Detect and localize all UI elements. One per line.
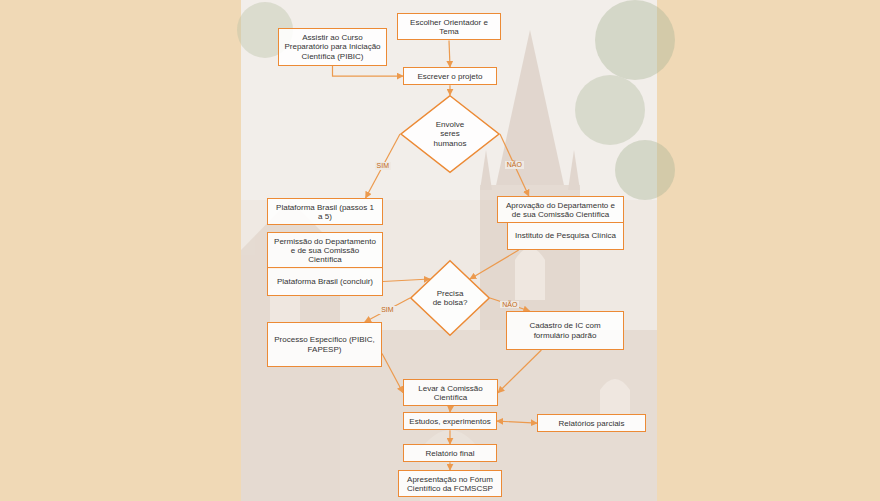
pinnacle	[480, 150, 492, 190]
process-box: Relatório final	[403, 444, 497, 462]
process-box: Permissão do Departamento e de sua Comis…	[267, 232, 383, 269]
church-illustration	[241, 30, 657, 501]
sky	[241, 0, 657, 200]
diamond-outline	[411, 261, 489, 335]
window	[515, 248, 545, 301]
foliage	[595, 0, 675, 80]
connector-arrow	[498, 350, 541, 393]
process-box: Plataforma Brasil (passos 1 a 5)	[267, 198, 383, 225]
process-box: Escrever o projeto	[403, 67, 497, 85]
box-text: Escrever o projeto	[418, 72, 483, 81]
panel	[241, 0, 657, 501]
box-text: Levar à Comissão Científica	[409, 384, 492, 402]
connector-arrow	[470, 250, 519, 279]
diamond-text-holder: Envolve seres humanos	[428, 120, 472, 148]
process-box: Processo Específico (PIBIC, FAPESP)	[267, 322, 382, 367]
process-box: Relatórios parciais	[537, 414, 646, 432]
process-box: Estudos, experimentos	[403, 412, 497, 430]
edge-label: NÃO	[505, 161, 524, 169]
box-text: Assistir ao Curso Preparatório para Inic…	[284, 33, 381, 61]
box-text: Escolher Orientador e Tema	[403, 18, 495, 36]
box-text: Permissão do Departamento e de sua Comis…	[273, 237, 377, 265]
connector-arrow	[500, 134, 529, 196]
box-text: Relatórios parciais	[559, 419, 625, 428]
box-text: Cadastro de IC com formulário padrão	[512, 321, 618, 339]
process-box: Plataforma Brasil (concluir)	[267, 267, 383, 296]
connector-arrow	[449, 430, 450, 444]
box-text: Instituto de Pesquisa Clínica	[515, 231, 616, 240]
process-box: Apresentação no Fórum Científico da FCMS…	[398, 470, 502, 497]
process-box: Aprovação do Departamento e de sua Comis…	[497, 196, 624, 223]
decision-diamond: Precisa de bolsa?	[410, 260, 490, 336]
spire	[495, 30, 565, 190]
edge-label: NÃO	[500, 301, 519, 309]
process-box: Instituto de Pesquisa Clínica	[507, 222, 624, 250]
tree	[237, 0, 675, 200]
decision-text: Envolve seres humanos	[428, 120, 472, 148]
process-box: Escolher Orientador e Tema	[397, 13, 501, 40]
connector-arrow	[497, 421, 537, 423]
box-text: Estudos, experimentos	[409, 417, 490, 426]
connector-arrow	[490, 298, 530, 311]
process-box: Levar à Comissão Científica	[403, 379, 498, 406]
box-text: Plataforma Brasil (concluir)	[277, 277, 373, 286]
connector-arrow	[366, 134, 400, 198]
edge-label: SIM	[375, 162, 391, 170]
box-text: Relatório final	[426, 449, 475, 458]
box-text: Apresentação no Fórum Científico da FCMS…	[404, 475, 496, 493]
edge-label: SIM	[379, 306, 395, 314]
connector-arrow	[449, 462, 450, 470]
connector-arrow	[449, 85, 450, 95]
process-box: Assistir ao Curso Preparatório para Inic…	[278, 28, 387, 66]
decision-diamond: Envolve seres humanos	[400, 95, 500, 173]
box-text: Processo Específico (PIBIC, FAPESP)	[273, 335, 376, 353]
box-text: Plataforma Brasil (passos 1 a 5)	[273, 203, 377, 221]
decision-text: Precisa de bolsa?	[432, 289, 468, 307]
connector-arrow	[333, 66, 404, 76]
connector-arrow	[365, 298, 410, 322]
diamond-outline	[401, 96, 499, 172]
process-box: Cadastro de IC com formulário padrão	[506, 311, 624, 350]
box-text: Aprovação do Departamento e de sua Comis…	[503, 201, 618, 219]
connector-arrow	[383, 279, 430, 282]
connector-arrow	[449, 40, 450, 67]
diamond-text-holder: Precisa de bolsa?	[432, 289, 468, 307]
foliage	[575, 75, 645, 145]
pinnacle	[568, 150, 580, 190]
foliage	[615, 140, 675, 200]
connector-arrow	[382, 354, 403, 393]
